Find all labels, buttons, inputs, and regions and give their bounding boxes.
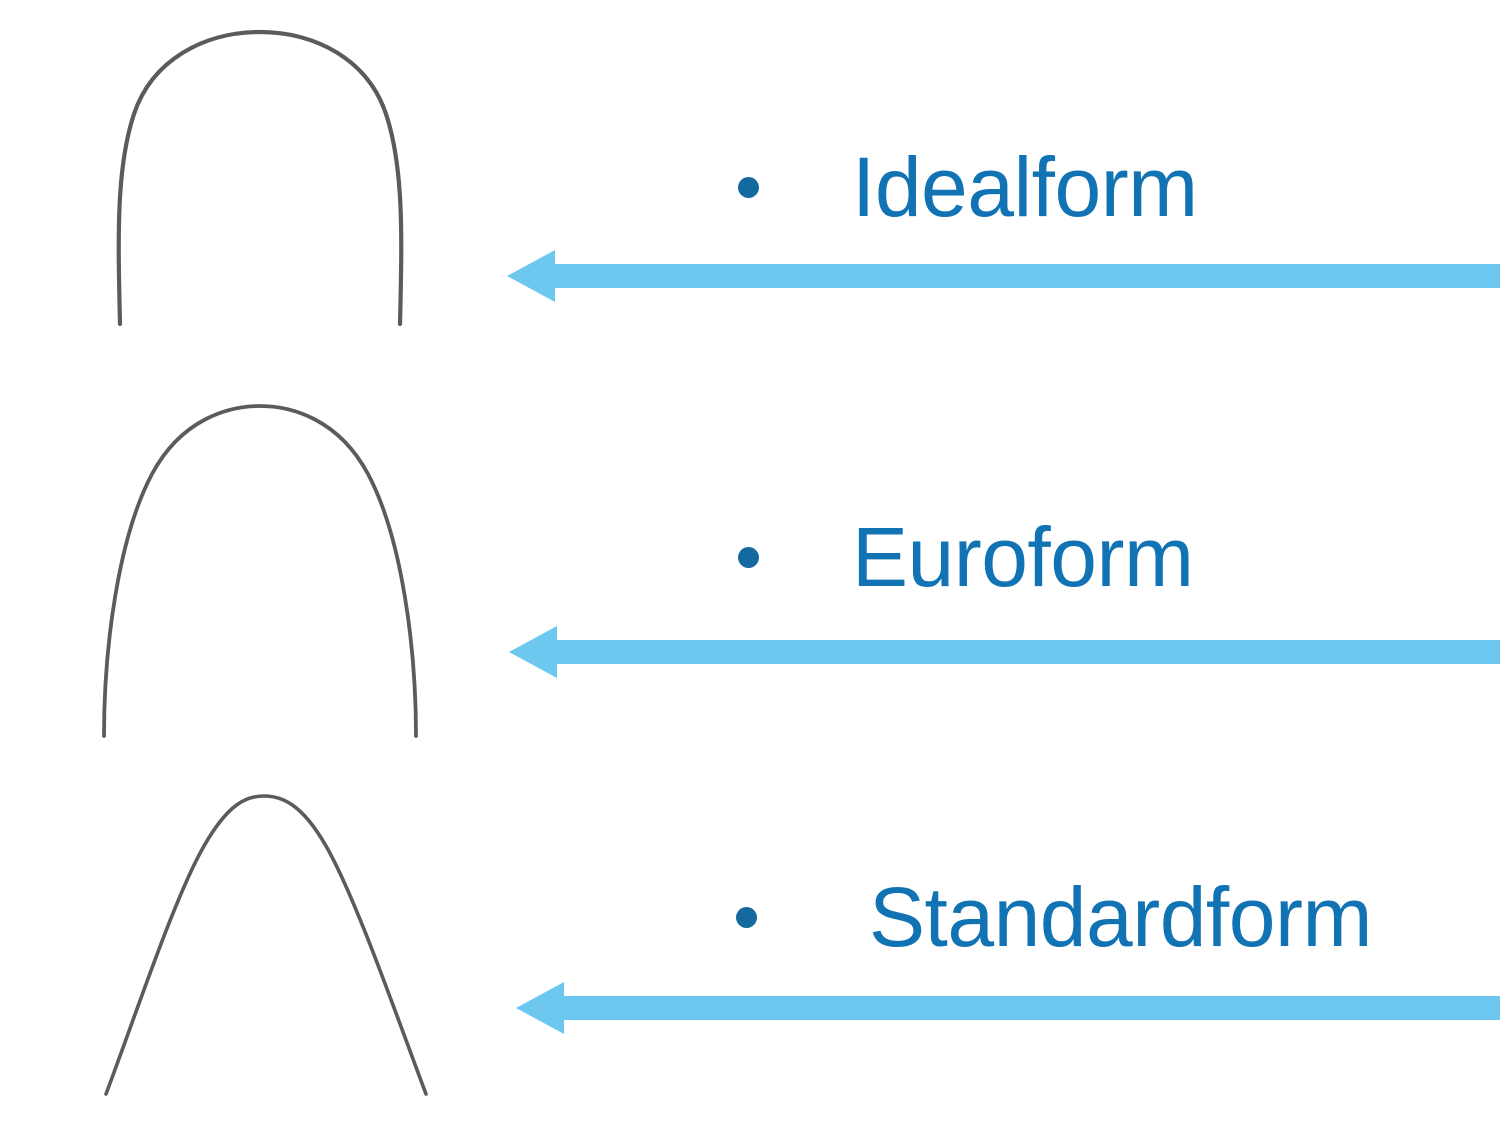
list-item-idealform: Idealform xyxy=(738,145,1198,229)
arrow-to-idealform-svg xyxy=(507,250,1500,302)
left-arrow-icon xyxy=(509,626,1500,678)
archwire-euroform xyxy=(90,398,430,743)
list-item-standardform: Standardform xyxy=(736,875,1372,959)
arrow-to-euroform xyxy=(509,626,1500,678)
list-item-label-standardform: Standardform xyxy=(869,870,1372,964)
bullet-icon xyxy=(738,546,759,568)
archwire-euroform-path xyxy=(102,404,418,738)
list-item-label-euroform: Euroform xyxy=(852,510,1194,604)
list-item-label-idealform: Idealform xyxy=(852,140,1198,234)
arrow-to-idealform xyxy=(507,250,1500,302)
archwire-idealform xyxy=(100,18,420,338)
arrow-to-euroform-svg xyxy=(509,626,1500,678)
arrow-to-standardform-svg xyxy=(516,982,1500,1034)
archwire-standardform-path xyxy=(104,794,428,1096)
archwire-idealform-path xyxy=(116,29,404,327)
left-arrow-icon xyxy=(507,250,1500,302)
bullet-icon xyxy=(736,906,757,928)
left-arrow-icon xyxy=(516,982,1500,1034)
archwire-euroform-svg xyxy=(102,404,418,738)
archwire-standardform-svg xyxy=(104,794,428,1096)
list-item-euroform: Euroform xyxy=(738,510,1194,604)
archwire-idealform-svg xyxy=(116,29,404,327)
bullet-icon xyxy=(738,176,759,198)
archwire-standardform xyxy=(88,788,440,1103)
arrow-to-standardform xyxy=(516,982,1500,1034)
